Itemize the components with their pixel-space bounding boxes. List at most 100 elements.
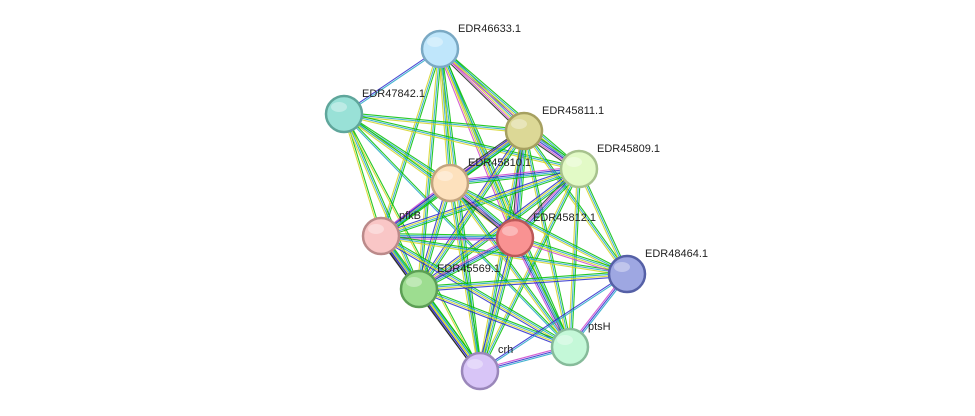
node-highlight xyxy=(368,224,384,234)
edge-line xyxy=(440,47,580,169)
node-circle[interactable] xyxy=(324,94,364,134)
edge-EDR46633.1-EDR45809.1 xyxy=(438,46,581,172)
edge-line xyxy=(479,272,627,371)
edge-line xyxy=(380,237,515,241)
edge-EDR46633.1-ptsH xyxy=(438,48,572,348)
edge-EDR45812.1-crh xyxy=(477,237,518,372)
node-ptsH[interactable]: ptsH xyxy=(550,321,611,367)
node-label: EDR45811.1 xyxy=(542,105,604,117)
edge-line xyxy=(380,236,515,240)
node-label: ptsH xyxy=(588,321,611,333)
edge-line xyxy=(477,130,523,371)
edge-line xyxy=(447,183,479,372)
edge-line xyxy=(512,238,569,349)
node-circle[interactable] xyxy=(430,163,470,203)
node-highlight xyxy=(502,226,518,236)
edge-line xyxy=(480,274,628,373)
node-highlight xyxy=(467,359,483,369)
edge-line xyxy=(513,238,570,348)
edge-line xyxy=(381,234,571,347)
node-highlight xyxy=(566,157,582,167)
edge-EDR47842.1-EDR45809.1 xyxy=(343,111,580,172)
node-highlight xyxy=(406,277,422,287)
edge-line xyxy=(439,48,571,348)
edge-line xyxy=(381,233,572,346)
node-label: EDR46633.1 xyxy=(458,23,521,35)
node-circle[interactable] xyxy=(460,351,500,391)
edge-line xyxy=(441,46,581,168)
edge-line xyxy=(420,132,527,291)
edge-line xyxy=(419,287,571,347)
node-highlight xyxy=(557,335,573,345)
edge-line xyxy=(343,113,420,290)
edge-line xyxy=(342,114,480,372)
edge-line xyxy=(449,182,481,372)
edge-pfkB-ptsH xyxy=(379,233,572,350)
edge-line xyxy=(579,168,629,274)
node-circle[interactable] xyxy=(607,254,647,294)
edge-line xyxy=(477,237,514,371)
edge-line xyxy=(378,48,439,236)
node-EDR45569.1[interactable]: EDR45569.1 xyxy=(399,263,500,309)
node-crh[interactable]: crh xyxy=(460,344,513,391)
node-circle[interactable] xyxy=(504,111,544,151)
edge-line xyxy=(451,182,483,371)
node-EDR45811.1[interactable]: EDR45811.1 xyxy=(504,105,604,151)
node-circle[interactable] xyxy=(495,218,535,258)
edge-line xyxy=(439,49,579,171)
node-EDR47842.1[interactable]: EDR47842.1 xyxy=(324,88,425,134)
node-EDR46633.1[interactable]: EDR46633.1 xyxy=(420,23,521,69)
edge-line xyxy=(380,237,627,277)
edge-line xyxy=(450,169,580,185)
edge-line xyxy=(419,274,628,291)
edge-line xyxy=(449,167,579,183)
edge-line xyxy=(342,114,515,240)
node-circle[interactable] xyxy=(550,327,590,367)
edge-line xyxy=(418,271,627,288)
edge-EDR45810.1-crh xyxy=(447,182,483,372)
node-pfkB[interactable]: pfkB xyxy=(361,210,421,256)
edge-line xyxy=(380,167,579,236)
edge-line xyxy=(344,111,525,130)
edge-EDR46633.1-EDR47842.1 xyxy=(343,47,441,116)
node-EDR45812.1[interactable]: EDR45812.1 xyxy=(495,212,596,258)
node-highlight xyxy=(437,171,453,181)
edge-line xyxy=(521,131,569,348)
edge-line xyxy=(478,237,515,371)
edge-line xyxy=(577,169,627,275)
edge-line xyxy=(344,111,580,168)
edge-line xyxy=(450,181,572,347)
edge-line xyxy=(379,237,570,350)
edge-EDR45569.1-ptsH xyxy=(417,286,572,350)
edge-line xyxy=(419,275,628,292)
edge-line xyxy=(343,113,525,132)
node-circle[interactable] xyxy=(420,29,460,69)
edge-line xyxy=(449,166,579,182)
node-label: EDR45812.1 xyxy=(533,212,596,224)
edge-line xyxy=(524,129,629,274)
node-EDR45810.1[interactable]: EDR45810.1 xyxy=(430,157,531,203)
edge-line xyxy=(380,236,570,349)
node-circle[interactable] xyxy=(361,216,401,256)
node-circle[interactable] xyxy=(399,269,439,309)
edge-line xyxy=(343,113,516,239)
node-EDR48464.1[interactable]: EDR48464.1 xyxy=(607,248,708,294)
edge-line xyxy=(381,169,580,238)
edge-pfkB-EDR45812.1 xyxy=(380,233,516,241)
node-label: EDR45809.1 xyxy=(597,143,660,155)
node-circle[interactable] xyxy=(559,149,599,189)
edge-line xyxy=(449,182,628,275)
edge-line xyxy=(344,49,441,116)
edge-EDR45569.1-EDR48464.1 xyxy=(418,271,628,292)
edge-EDR45810.1-EDR48464.1 xyxy=(449,181,628,276)
edge-EDR45812.1-EDR48464.1 xyxy=(514,235,628,277)
edge-line xyxy=(515,237,572,347)
edge-line xyxy=(437,50,523,134)
edge-line xyxy=(481,238,518,372)
edge-line xyxy=(418,289,570,349)
node-label: EDR45810.1 xyxy=(468,157,531,169)
edge-line xyxy=(438,49,570,348)
node-EDR45809.1[interactable]: EDR45809.1 xyxy=(559,143,660,189)
